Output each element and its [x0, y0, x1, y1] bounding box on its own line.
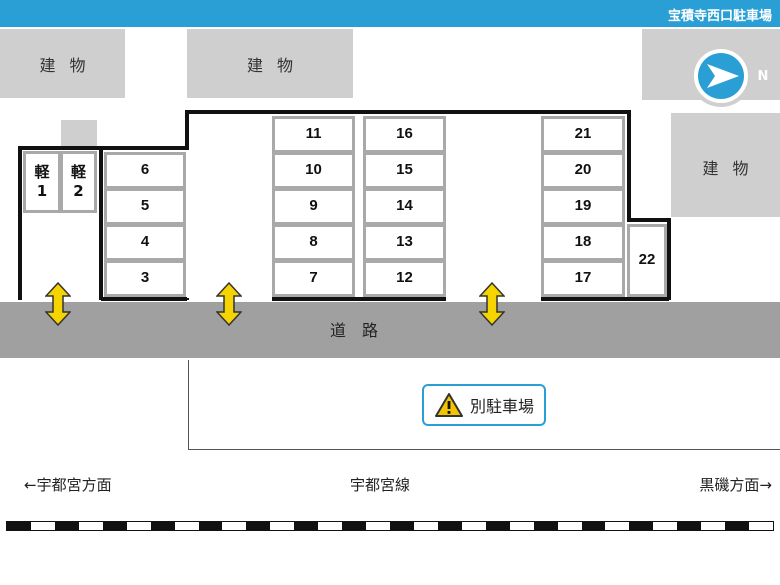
entrance-arrow-icon — [479, 282, 505, 326]
parking-spot-16[interactable]: 16 — [363, 116, 446, 153]
compass-icon: N — [689, 44, 775, 108]
railway-segment — [222, 522, 247, 530]
road — [0, 302, 780, 358]
entrance-arrow-icon — [45, 282, 71, 326]
parking-spot-20[interactable]: 20 — [541, 152, 625, 189]
parking-spot-17[interactable]: 17 — [541, 260, 625, 297]
small-structure — [61, 120, 97, 147]
parking-spot-8[interactable]: 8 — [272, 224, 355, 261]
direction-kuroiso: 黒磯方面→ — [699, 476, 772, 494]
alternate-parking-label: 別駐車場 — [469, 397, 534, 416]
warning-icon — [434, 393, 463, 417]
parking-spot-7[interactable]: 7 — [272, 260, 355, 297]
railway-segment — [725, 522, 750, 530]
parking-spot-6[interactable]: 6 — [104, 152, 186, 189]
title-bar — [0, 0, 780, 27]
parking-spot-14[interactable]: 14 — [363, 188, 446, 225]
railway-segment — [485, 522, 510, 530]
railway-segment — [294, 522, 319, 530]
railway-segment — [749, 522, 773, 530]
railway-track — [6, 521, 774, 531]
parking-spot-13[interactable]: 13 — [363, 224, 446, 261]
railway-segment — [533, 522, 558, 530]
parking-spot-12[interactable]: 12 — [363, 260, 446, 297]
railway-segment — [342, 522, 367, 530]
building-west: 建物 — [0, 29, 125, 98]
entrance-arrow-icon — [216, 282, 242, 326]
railway-segment — [318, 522, 343, 530]
road-label: 道路 — [330, 321, 395, 340]
railway-segment — [390, 522, 414, 530]
railway-segment — [413, 522, 438, 530]
parking-spot-10[interactable]: 10 — [272, 152, 355, 189]
building-east: 建物 — [671, 113, 780, 217]
railway-segment — [102, 522, 127, 530]
railway-segment — [366, 522, 390, 530]
building-center: 建物 — [187, 29, 353, 98]
railway-segment — [701, 522, 726, 530]
railway-segment — [629, 522, 654, 530]
building-label: 建物 — [39, 55, 100, 75]
railway-segment — [7, 522, 31, 530]
parking-spot-kei-1[interactable]: 軽 1 — [23, 151, 61, 213]
parking-spot-19[interactable]: 19 — [541, 188, 625, 225]
lot-outline — [18, 110, 671, 301]
railway-segment — [174, 522, 199, 530]
parking-spot-21[interactable]: 21 — [541, 116, 625, 153]
railway-line-name: 宇都宮線 — [350, 476, 411, 494]
railway-segment — [30, 522, 55, 530]
parking-spot-4[interactable]: 4 — [104, 224, 186, 261]
railway-segment — [246, 522, 271, 530]
parking-spot-18[interactable]: 18 — [541, 224, 625, 261]
railway-segment — [54, 522, 79, 530]
building-label: 建物 — [702, 159, 763, 178]
parking-spot-15[interactable]: 15 — [363, 152, 446, 189]
direction-utsunomiya: ←宇都宮方面 — [24, 476, 112, 494]
railway-segment — [557, 522, 582, 530]
parking-spot-9[interactable]: 9 — [272, 188, 355, 225]
railway-segment — [605, 522, 630, 530]
railway-segment — [437, 522, 462, 530]
railway-segment — [461, 522, 486, 530]
railway-segment — [581, 522, 606, 530]
railway-segment — [150, 522, 175, 530]
railway-segment — [509, 522, 534, 530]
railway-segment — [78, 522, 103, 530]
parking-spot-5[interactable]: 5 — [104, 188, 186, 225]
building-label: 建物 — [246, 55, 307, 75]
railway-segment — [126, 522, 151, 530]
railway-segment — [677, 522, 702, 530]
railway-segment — [270, 522, 295, 530]
parking-spot-11[interactable]: 11 — [272, 116, 355, 153]
parking-spot-3[interactable]: 3 — [104, 260, 186, 297]
railway-segment — [198, 522, 223, 530]
parking-spot-kei-2[interactable]: 軽 2 — [60, 151, 97, 213]
compass-label: N — [757, 69, 769, 84]
parking-spot-22[interactable]: 22 — [627, 224, 667, 297]
alternate-parking-link[interactable]: 別駐車場 — [422, 384, 546, 426]
alternate-parking-area — [188, 360, 780, 450]
railway-segment — [653, 522, 678, 530]
page-title: 宝積寺西口駐車場 — [667, 9, 772, 24]
